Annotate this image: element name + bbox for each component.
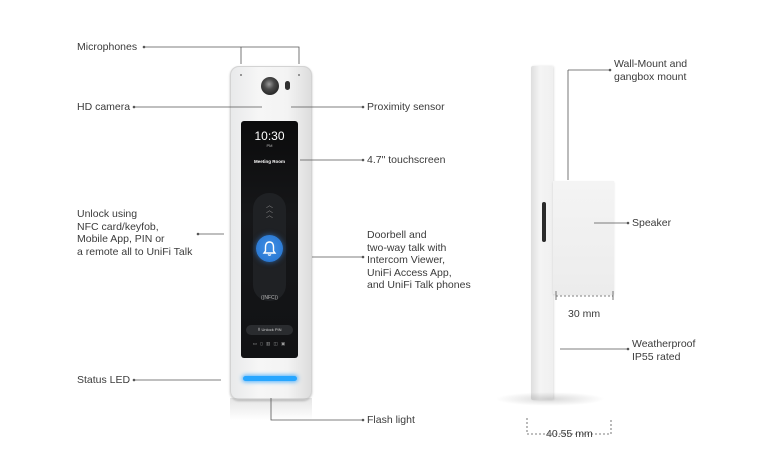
nfc-indicator: ((NFC)) [261, 295, 278, 301]
nfc-label: NFC [264, 295, 275, 301]
touchscreen: 10:30 PM Meeting Room ︿ ︿ ︿ ((NFC)) ⠿ Un… [241, 121, 298, 358]
label-doorbell-line: and UniFi Talk phones [367, 279, 471, 291]
screen-room: Meeting Room [254, 159, 285, 164]
label-status-led: Status LED [77, 374, 131, 386]
side-view-mount-box [553, 181, 614, 294]
label-wall-mount-line: Wall-Mount and [614, 58, 688, 70]
label-touchscreen: 4.7" touchscreen [367, 154, 446, 166]
unlock-pin-label: Unlock PIN [261, 327, 282, 332]
label-doorbell-line: two-way talk with [367, 241, 447, 254]
speaker-slot [542, 202, 546, 242]
left-microphone [240, 74, 242, 76]
label-doorbell-line: UniFi Access App, [367, 266, 452, 279]
doorbell-pill: ︿ ︿ ︿ [253, 193, 286, 301]
screen-bottom-icons: ▭ ▯ ▥ ◫ ▣ [252, 341, 287, 346]
chevron-up-icon: ︿ [266, 207, 273, 214]
label-doorbell: Doorbell and two-way talk with Intercom … [367, 229, 471, 292]
screen-time: 10:30 [254, 129, 285, 143]
camera-lens [261, 77, 279, 95]
label-weatherproof-line: Weatherproof [632, 338, 696, 350]
label-depth-box: 30 mm [568, 308, 601, 320]
label-unlock: Unlock using NFC card/keyfob, Mobile App… [77, 208, 192, 258]
side-view-shadow [495, 392, 605, 406]
label-unlock-line: Unlock using [77, 208, 138, 220]
label-doorbell-line: Intercom Viewer, [367, 254, 446, 266]
unlock-pin-button: ⠿ Unlock PIN [246, 325, 293, 335]
status-led [243, 376, 297, 381]
screen-ampm: PM [266, 143, 273, 148]
front-device: 10:30 PM Meeting Room ︿ ︿ ︿ ((NFC)) ⠿ Un… [230, 66, 312, 400]
label-weatherproof: Weatherproof IP55 rated [632, 338, 695, 363]
label-wall-mount-line: gangbox mount [614, 70, 687, 83]
bell-icon [256, 235, 283, 262]
label-proximity-sensor: Proximity sensor [367, 101, 445, 113]
proximity-sensor [285, 81, 290, 90]
label-unlock-line: a remote all to UniFi Talk [77, 245, 193, 258]
label-hd-camera: HD camera [77, 101, 131, 113]
label-weatherproof-line: IP55 rated [632, 350, 681, 363]
label-wall-mount: Wall-Mount and gangbox mount [614, 58, 687, 83]
label-speaker: Speaker [632, 217, 672, 229]
right-microphone [298, 74, 300, 76]
label-unlock-line: Mobile App, PIN or [77, 233, 165, 245]
label-doorbell-line: Doorbell and [367, 229, 427, 241]
label-microphones: Microphones [77, 41, 138, 53]
chevron-up-icon: ︿ [266, 212, 273, 219]
label-flash-light: Flash light [367, 414, 415, 426]
label-unlock-line: NFC card/keyfob, [77, 220, 159, 233]
label-depth-total: 40.55 mm [546, 428, 593, 440]
chevron-up-icon: ︿ [266, 202, 273, 209]
